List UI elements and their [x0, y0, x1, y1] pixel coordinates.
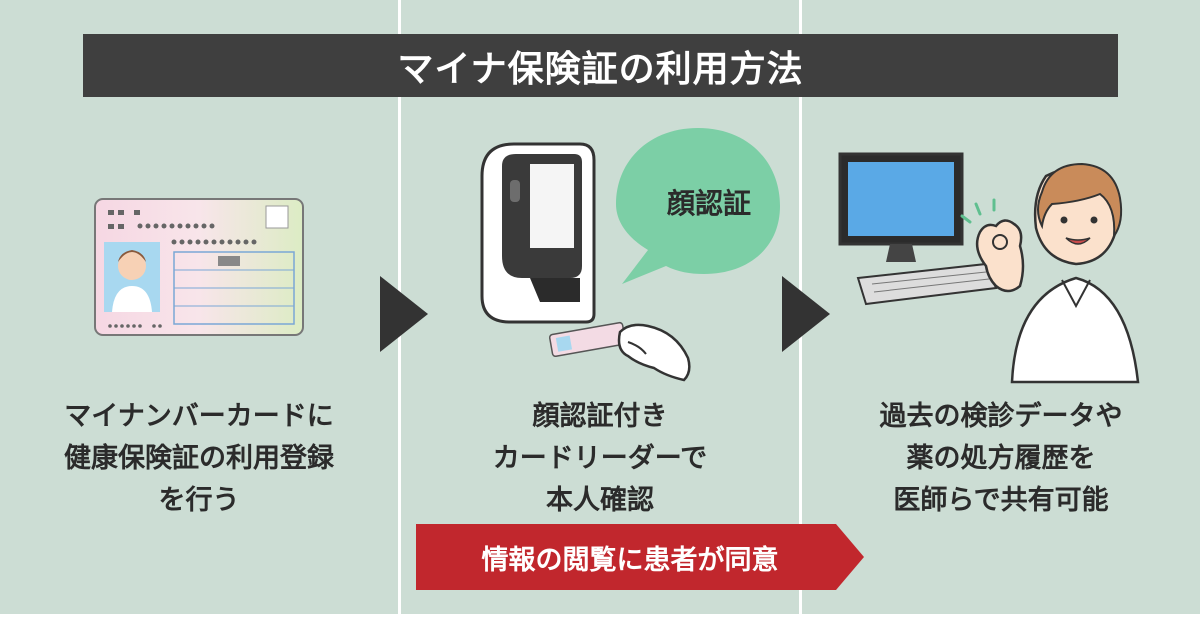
speech-bubble [616, 128, 780, 284]
step-3-line-1: 過去の検診データや [879, 401, 1123, 432]
title-bar: マイナ保険証の利用方法 [83, 34, 1118, 97]
step-1-caption: マイナンバーカードに 健康保険証の利用登録 を行う [0, 396, 398, 522]
step-1-line-2: 健康保険証の利用登録 [64, 443, 334, 474]
step-2-line-2: カードリーダーで [492, 443, 708, 474]
consent-banner-shape [416, 524, 864, 590]
card-reader-illustration [480, 142, 691, 382]
step-2-line-3: 本人確認 [546, 485, 654, 516]
step-1-line-1: マイナンバーカードに [64, 401, 334, 432]
step-3-line-2: 薬の処方履歴を [906, 443, 1096, 474]
consent-banner: 情報の閲覧に患者が同意 [416, 524, 864, 590]
my-number-card-illustration [94, 198, 304, 336]
step-3-panel [802, 0, 1200, 614]
bubble-label: 顔認証 [666, 187, 751, 220]
step-3-caption: 過去の検診データや 薬の処方履歴を 医師らで共有可能 [802, 396, 1200, 522]
page-title: マイナ保険証の利用方法 [397, 48, 804, 90]
consent-banner-label: 情報の閲覧に患者が同意 [481, 544, 779, 576]
next-arrow-2 [782, 276, 830, 352]
step-2-panel [401, 0, 799, 614]
step-1-line-3: を行う [158, 485, 240, 516]
step-3-line-3: 医師らで共有可能 [893, 485, 1109, 516]
step-2-caption: 顔認証付き カードリーダーで 本人確認 [401, 396, 799, 522]
doctor-computer-illustration [838, 152, 1140, 384]
step-2-line-1: 顔認証付き [532, 401, 668, 432]
next-arrow-1 [380, 276, 428, 352]
